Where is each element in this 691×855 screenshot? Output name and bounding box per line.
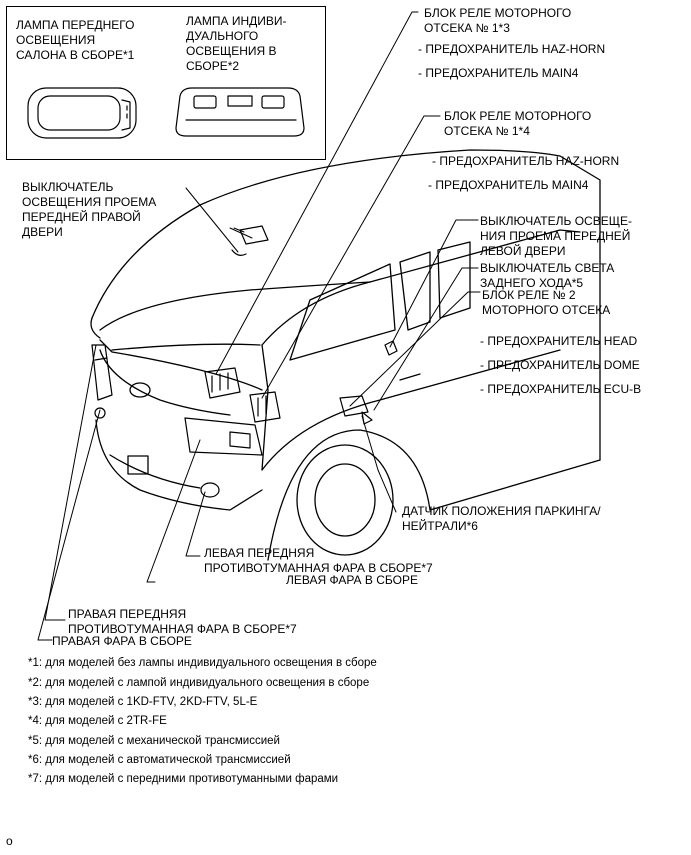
relay-block-1-fuse-main4-4: - ПРЕДОХРАНИТЕЛЬ MAIN4 [428, 178, 589, 192]
relay-block-left-drawing [204, 367, 241, 399]
right-fog-lamp-label: ПРАВАЯ ПЕРЕДНЯЯ ПРОТИВОТУМАННАЯ ФАРА В С… [68, 607, 297, 636]
left-fog-lamp-label: ЛЕВАЯ ПЕРЕДНЯЯ ПРОТИВОТУМАННАЯ ФАРА В СБ… [204, 546, 433, 575]
reverse-switch-label: ВЫКЛЮЧАТЕЛЬ СВЕТА ЗАДНЕГО ХОДА*5 [480, 261, 615, 290]
relay-block-2-label: БЛОК РЕЛЕ № 2 МОТОРНОГО ОТСЕКА [482, 288, 611, 317]
relay-block-1-fuse-haz-horn-3: - ПРЕДОХРАНИТЕЛЬ HAZ-HORN [418, 42, 606, 56]
right-headlamp-drawing [91, 344, 113, 419]
front-room-lamp-drawing [27, 87, 137, 139]
footnote-5: *5: для моделей с механической трансмисс… [28, 735, 280, 747]
relay-block-1-label-3: БЛОК РЕЛЕ МОТОРНОГО ОТСЕКА № 1*3 [424, 6, 572, 35]
relay-block-1-fuse-haz-horn-4: - ПРЕДОХРАНИТЕЛЬ HAZ-HORN [432, 154, 620, 168]
front-room-lamp-label: ЛАМПА ПЕРЕДНЕГО ОСВЕЩЕНИЯ САЛОНА В СБОРЕ… [16, 18, 135, 62]
lamp-inset-frame [6, 6, 326, 160]
footnote-7: *7: для моделей с передними противотуман… [28, 773, 339, 785]
park-neutral-switch-label: ДАТЧИК ПОЛОЖЕНИЯ ПАРКИНГА/ НЕЙТРАЛИ*6 [402, 504, 601, 533]
leader-lines [37, 11, 481, 641]
left-fog-lamp-drawing [200, 482, 220, 498]
relay-block-1-fuse-main4-3: - ПРЕДОХРАНИТЕЛЬ MAIN4 [418, 66, 579, 80]
right-door-switch-label: ВЫКЛЮЧАТЕЛЬ ОСВЕЩЕНИЯ ПРОЕМА ПЕРЕДНЕЙ ПР… [22, 180, 157, 239]
footnote-6: *6: для моделей с автоматической трансми… [28, 754, 291, 766]
left-headlamp-label: ЛЕВАЯ ФАРА В СБОРЕ [286, 573, 418, 587]
footnote-4: *4: для моделей с 2TR-FE [28, 715, 167, 727]
footnote-1: *1: для моделей без лампы индивидуальног… [28, 657, 377, 669]
van-outline [90, 149, 601, 561]
left-headlamp-drawing [184, 417, 263, 456]
relay-block-1-label-4: БЛОК РЕЛЕ МОТОРНОГО ОТСЕКА № 1*4 [444, 109, 592, 138]
fuse-head-label: - ПРЕДОХРАНИТЕЛЬ HEAD [480, 334, 638, 348]
individual-lamp-drawing [175, 87, 305, 137]
relay-block-right-drawing [249, 391, 281, 423]
footer-mark: o [6, 834, 13, 848]
footnote-2: *2: для моделей с лампой индивидуального… [28, 677, 370, 689]
fuse-dome-label: - ПРЕДОХРАНИТЕЛЬ DOME [480, 358, 640, 372]
footnote-3: *3: для моделей с 1KD-FTV, 2KD-FTV, 5L-E [28, 696, 258, 708]
individual-lamp-label: ЛАМПА ИНДИВИ- ДУАЛЬНОГО ОСВЕЩЕНИЯ В СБОР… [186, 14, 287, 73]
right-headlamp-label: ПРАВАЯ ФАРА В СБОРЕ [52, 634, 192, 648]
fuse-ecu-b-label: - ПРЕДОХРАНИТЕЛЬ ECU-B [480, 382, 642, 396]
left-door-switch-label: ВЫКЛЮЧАТЕЛЬ ОСВЕЩЕ- НИЯ ПРОЕМА ПЕРЕДНЕЙ … [480, 214, 632, 258]
